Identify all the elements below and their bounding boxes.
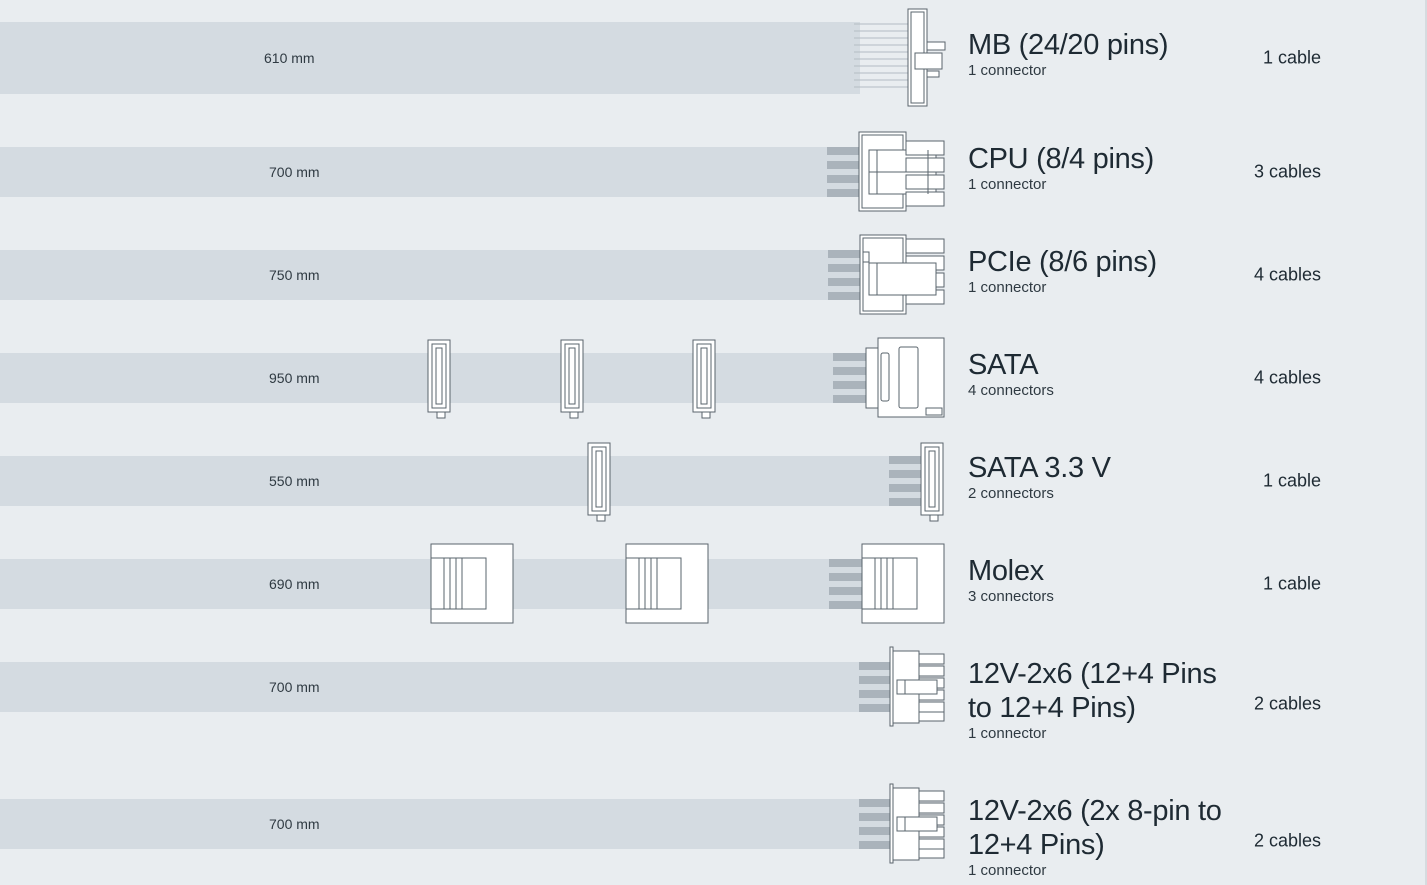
- molex-connector-icon: [430, 543, 945, 624]
- cable-length: 700 mm: [269, 164, 320, 180]
- cable-row-molex: 690 mm: [0, 529, 1427, 632]
- cable-band: [0, 147, 860, 197]
- cable-row-12v-2x6-a: 700 mm 12V-2x6 (12+4 Pins: [0, 632, 1427, 769]
- connector-count: 1 connector: [968, 725, 1047, 742]
- cable-quantity: 2 cables: [1253, 693, 1321, 714]
- cable-length: 700 mm: [269, 816, 320, 832]
- connector-count: 1 connector: [968, 176, 1047, 193]
- cable-quantity: 1 cable: [1262, 47, 1321, 68]
- cable-name: Molex: [968, 555, 1044, 587]
- right-edge-divider: [1425, 0, 1427, 885]
- cable-name: SATA: [968, 349, 1039, 381]
- cable-info: SATA 3.3 V 2 connectors: [968, 451, 1228, 503]
- connector-count: 2 connectors: [968, 485, 1054, 502]
- cable-band: [0, 799, 890, 849]
- pcie-8pin-connector-icon: [828, 234, 945, 315]
- cable-info: PCIe (8/6 pins) 1 connector: [968, 245, 1228, 297]
- cable-length: 950 mm: [269, 370, 320, 386]
- cable-name: 12V-2x6 (2x 8-pin to 12+4 Pins): [968, 795, 1222, 861]
- cable-length: 690 mm: [269, 576, 320, 592]
- sata-3v3-connector-icon: [587, 442, 944, 522]
- cable-length: 750 mm: [269, 267, 320, 283]
- cable-row-sata: 950 mm: [0, 323, 1427, 426]
- mb-24pin-connector-icon: [854, 8, 946, 107]
- connector-count: 3 connectors: [968, 588, 1054, 605]
- cable-row-sata-3v3: 550 mm SATA 3.3 V 2 con: [0, 426, 1427, 529]
- connector-count: 1 connector: [968, 279, 1047, 296]
- cable-quantity: 3 cables: [1253, 161, 1321, 182]
- 12v-2x6-connector-icon: [859, 783, 945, 864]
- cable-length: 700 mm: [269, 679, 320, 695]
- cable-length: 550 mm: [269, 473, 320, 489]
- cable-info: 12V-2x6 (12+4 Pins to 12+4 Pins) 1 conne…: [968, 657, 1228, 743]
- sata-connector-icon: [427, 337, 945, 419]
- cable-quantity: 2 cables: [1253, 830, 1321, 851]
- cable-info: Molex 3 connectors: [968, 554, 1228, 606]
- cable-info: CPU (8/4 pins) 1 connector: [968, 142, 1228, 194]
- cable-info: MB (24/20 pins) 1 connector: [968, 28, 1228, 80]
- cable-quantity: 4 cables: [1253, 264, 1321, 285]
- cable-quantity: 1 cable: [1262, 573, 1321, 594]
- cpu-8pin-connector-icon: [827, 131, 945, 212]
- cable-row-mb: 610 mm MB (24/20: [0, 0, 1427, 110]
- connector-count: 4 connectors: [968, 382, 1054, 399]
- cable-row-pcie: 750 mm PCIe (8/6 pins) 1 con: [0, 220, 1427, 323]
- cable-quantity: 4 cables: [1253, 367, 1321, 388]
- cable-quantity: 1 cable: [1262, 470, 1321, 491]
- cable-length: 610 mm: [264, 50, 315, 66]
- cable-name: CPU (8/4 pins): [968, 143, 1154, 175]
- cable-band: [0, 662, 890, 712]
- 12v-2x6-connector-icon: [859, 646, 945, 727]
- cable-name: 12V-2x6 (12+4 Pins to 12+4 Pins): [968, 658, 1217, 724]
- cable-info: SATA 4 connectors: [968, 348, 1228, 400]
- cable-name: SATA 3.3 V: [968, 452, 1111, 484]
- cable-band: [0, 22, 860, 94]
- cable-row-12v-2x6-b: 700 mm 12V-2x6 (2x 8-pin: [0, 769, 1427, 885]
- cable-band: [0, 250, 860, 300]
- cable-row-cpu: 700 mm CPU (8/4 pins): [0, 110, 1427, 220]
- cable-name: MB (24/20 pins): [968, 29, 1169, 61]
- cable-band: [0, 456, 920, 506]
- cable-info: 12V-2x6 (2x 8-pin to 12+4 Pins) 1 connec…: [968, 794, 1228, 880]
- connector-count: 1 connector: [968, 62, 1047, 79]
- connector-count: 1 connector: [968, 862, 1047, 879]
- cable-name: PCIe (8/6 pins): [968, 246, 1157, 278]
